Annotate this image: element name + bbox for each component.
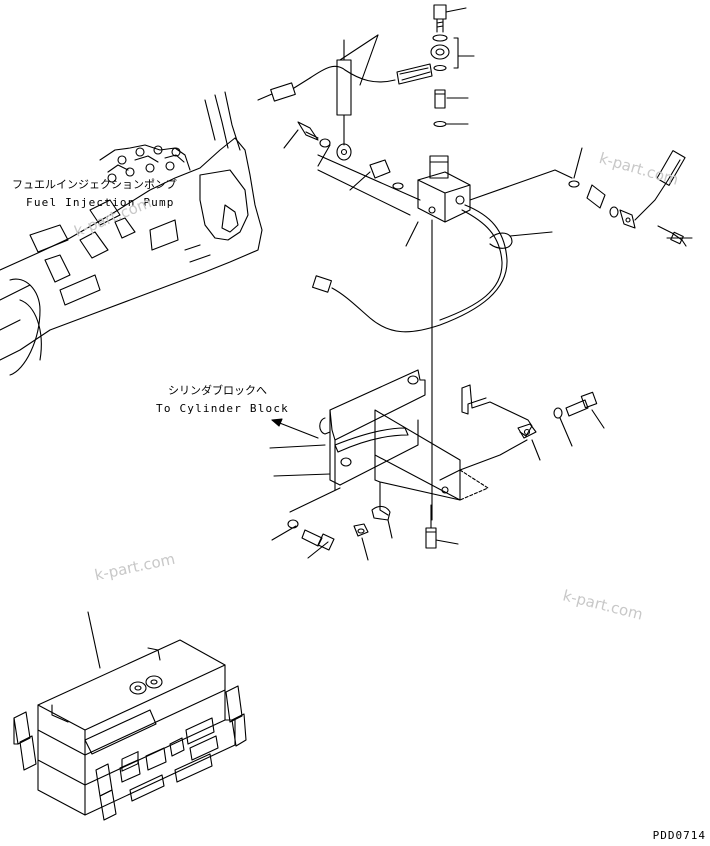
drawing-reference-code: PDD0714 [652,829,706,842]
controller-unit [13,639,247,821]
gas-spring [336,39,352,161]
pump-cable [257,63,433,102]
valve-block [417,155,471,223]
linkage-rod [297,121,421,216]
right-linkage [469,150,687,247]
mounting-bracket [319,369,489,521]
cylinder-label-jp: シリンダブロックへ [168,384,267,397]
top-fasteners [430,4,450,128]
fuel-pump-label-en: Fuel Injection Pump [26,196,175,209]
leader-lines [87,7,693,669]
wire-harness [311,204,513,333]
lower-fasteners [287,391,598,551]
cylinder-label-en: To Cylinder Block [156,402,289,415]
fuel-pump-label-jp: フュエルインジェクションポンプ [12,178,177,191]
stay-bracket [459,384,537,471]
fuel-injection-pump [0,91,263,376]
cylinder-arrow [271,418,319,439]
